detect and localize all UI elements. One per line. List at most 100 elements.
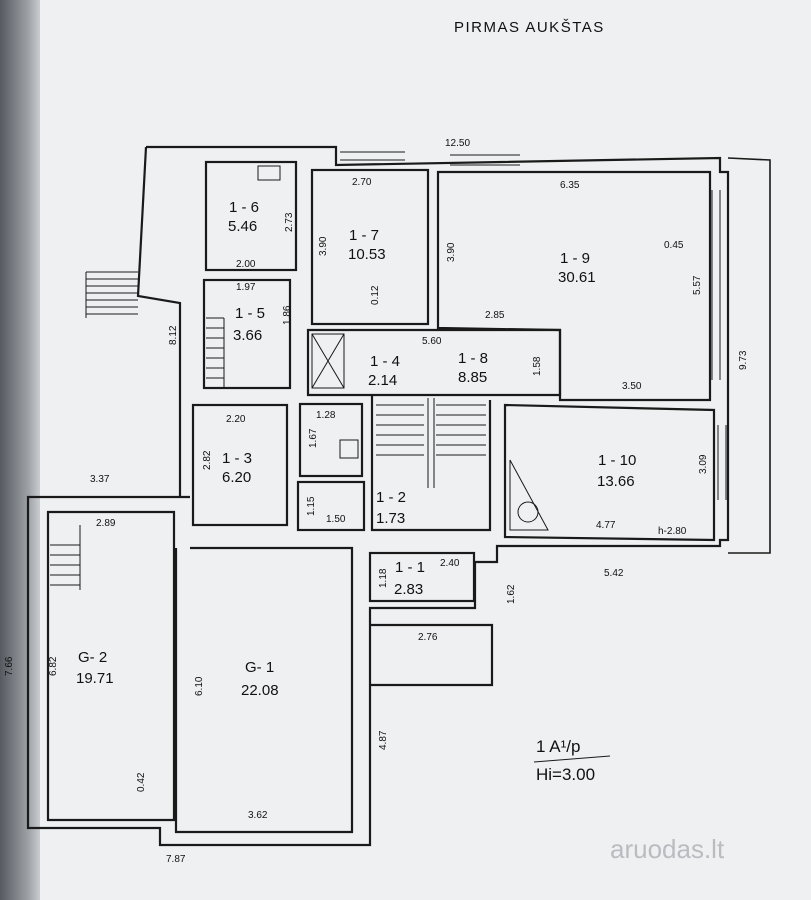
dimension: 1.15 <box>306 496 317 516</box>
dimension: 3.09 <box>698 454 709 474</box>
watermark: aruodas.lt <box>610 834 725 864</box>
outer-wall <box>26 145 730 847</box>
room-wall-1-7 <box>310 168 430 326</box>
room-wall-1-5 <box>202 278 292 390</box>
room-wall-1-9 <box>436 170 712 402</box>
porch-outline <box>370 623 494 687</box>
walls <box>26 145 771 847</box>
stove-1-10 <box>517 501 539 523</box>
dimension: 9.73 <box>738 350 749 370</box>
room-wall-wc <box>298 402 364 478</box>
room-area: 22.08 <box>241 682 279 699</box>
room-wall-1-4-1-8 <box>306 328 562 397</box>
room-wall-g-1 <box>174 546 354 834</box>
legend: 1 A¹/p Hi=3.00 <box>533 737 611 784</box>
dimension: 3.62 <box>248 810 268 821</box>
dimension: 2.82 <box>202 450 213 470</box>
dimension: 1.62 <box>506 584 517 604</box>
dimension: 3.37 <box>90 474 110 485</box>
dimension: 1.97 <box>236 282 256 293</box>
outer-wall-left <box>136 146 182 497</box>
window-right <box>711 190 721 380</box>
room-code: 1 - 5 <box>235 305 265 322</box>
room-area: 2.14 <box>368 372 397 389</box>
dimension: 2.20 <box>226 414 246 425</box>
room-code: 1 - 3 <box>222 450 252 467</box>
room-area: 19.71 <box>76 670 114 687</box>
room-code: 1 - 4 <box>370 353 400 370</box>
room-code: 1 - 1 <box>395 559 425 576</box>
toilet <box>339 439 359 459</box>
dimension: 2.00 <box>236 259 256 270</box>
room-area: 1.73 <box>376 510 405 527</box>
dimension: 1.50 <box>326 514 346 525</box>
dimension: 4.77 <box>596 520 616 531</box>
balcony-right <box>727 157 771 554</box>
dimension: 12.50 <box>445 138 470 149</box>
stairs-g-2 <box>50 525 81 590</box>
room-wall-small <box>296 480 366 532</box>
room-area: 13.66 <box>597 473 635 490</box>
dimension: 1.58 <box>532 356 543 376</box>
dimension: 1.67 <box>308 428 319 448</box>
legend-line-1: 1 A¹/p <box>536 737 580 756</box>
room-code: 1 - 10 <box>598 452 636 469</box>
room-area: 5.46 <box>228 218 257 235</box>
room-code: 1 - 8 <box>458 350 488 367</box>
dimension-labels: 12.50 2.70 6.35 2.73 3.90 3.90 0.45 2.00… <box>4 138 749 865</box>
room-area: 8.85 <box>458 369 487 386</box>
room-code: G- 2 <box>78 649 107 666</box>
dimension: 1.28 <box>316 410 336 421</box>
dimension: 5.42 <box>604 568 624 579</box>
room-area: 2.83 <box>394 581 423 598</box>
dimension: 1.86 <box>282 305 293 325</box>
room-wall-1-3 <box>191 403 289 527</box>
dimension: 0.12 <box>370 285 381 305</box>
dimension: 2.40 <box>440 558 460 569</box>
dimension: 0.45 <box>664 240 684 251</box>
room-area: 6.20 <box>222 469 251 486</box>
room-wall-1-1 <box>368 551 476 603</box>
room-area: 3.66 <box>233 327 262 344</box>
dimension: 1.18 <box>378 568 389 588</box>
legend-line-2: Hi=3.00 <box>536 765 595 784</box>
legend-divider <box>533 755 611 763</box>
dimension: 2.76 <box>418 632 438 643</box>
dimension: 3.90 <box>446 242 457 262</box>
room-wall-1-6 <box>204 160 298 272</box>
plan-title: PIRMAS AUKŠTAS <box>454 19 605 36</box>
dimension: 2.85 <box>485 310 505 321</box>
dimension: 7.66 <box>4 656 15 676</box>
dimension: 8.12 <box>168 325 179 345</box>
dimension: 6.35 <box>560 180 580 191</box>
room-code: 1 - 7 <box>349 227 379 244</box>
dimension: 7.87 <box>166 854 186 865</box>
room-labels: 1 - 6 5.46 1 - 7 10.53 1 - 9 30.61 1 - 5… <box>76 199 636 699</box>
window-top <box>340 151 520 166</box>
dimension: 3.50 <box>622 381 642 392</box>
dimension: 6.10 <box>194 676 205 696</box>
dimension: 6.82 <box>48 656 59 676</box>
dimension: 4.87 <box>378 730 389 750</box>
exterior-stairs <box>85 271 138 318</box>
window-right-lower <box>717 425 727 500</box>
dimension: 0.42 <box>136 772 147 792</box>
stair-hall-wall <box>370 395 492 532</box>
room-code: 1 - 9 <box>560 250 590 267</box>
room-wall-1-10 <box>503 403 716 542</box>
room-code: G- 1 <box>245 659 274 676</box>
room-code: 1 - 6 <box>229 199 259 216</box>
windows-stairs <box>50 151 727 590</box>
room-area: 10.53 <box>348 246 386 263</box>
dimension: 2.73 <box>284 212 295 232</box>
sink <box>257 165 281 181</box>
dimension: 5.60 <box>422 336 442 347</box>
shaft <box>311 333 345 389</box>
room-code: 1 - 2 <box>376 489 406 506</box>
room-wall-g-2 <box>46 510 176 822</box>
dimension: 2.70 <box>352 177 372 188</box>
dimension: h-2.80 <box>658 526 687 537</box>
stairs-main <box>376 398 486 488</box>
paper <box>40 0 811 900</box>
